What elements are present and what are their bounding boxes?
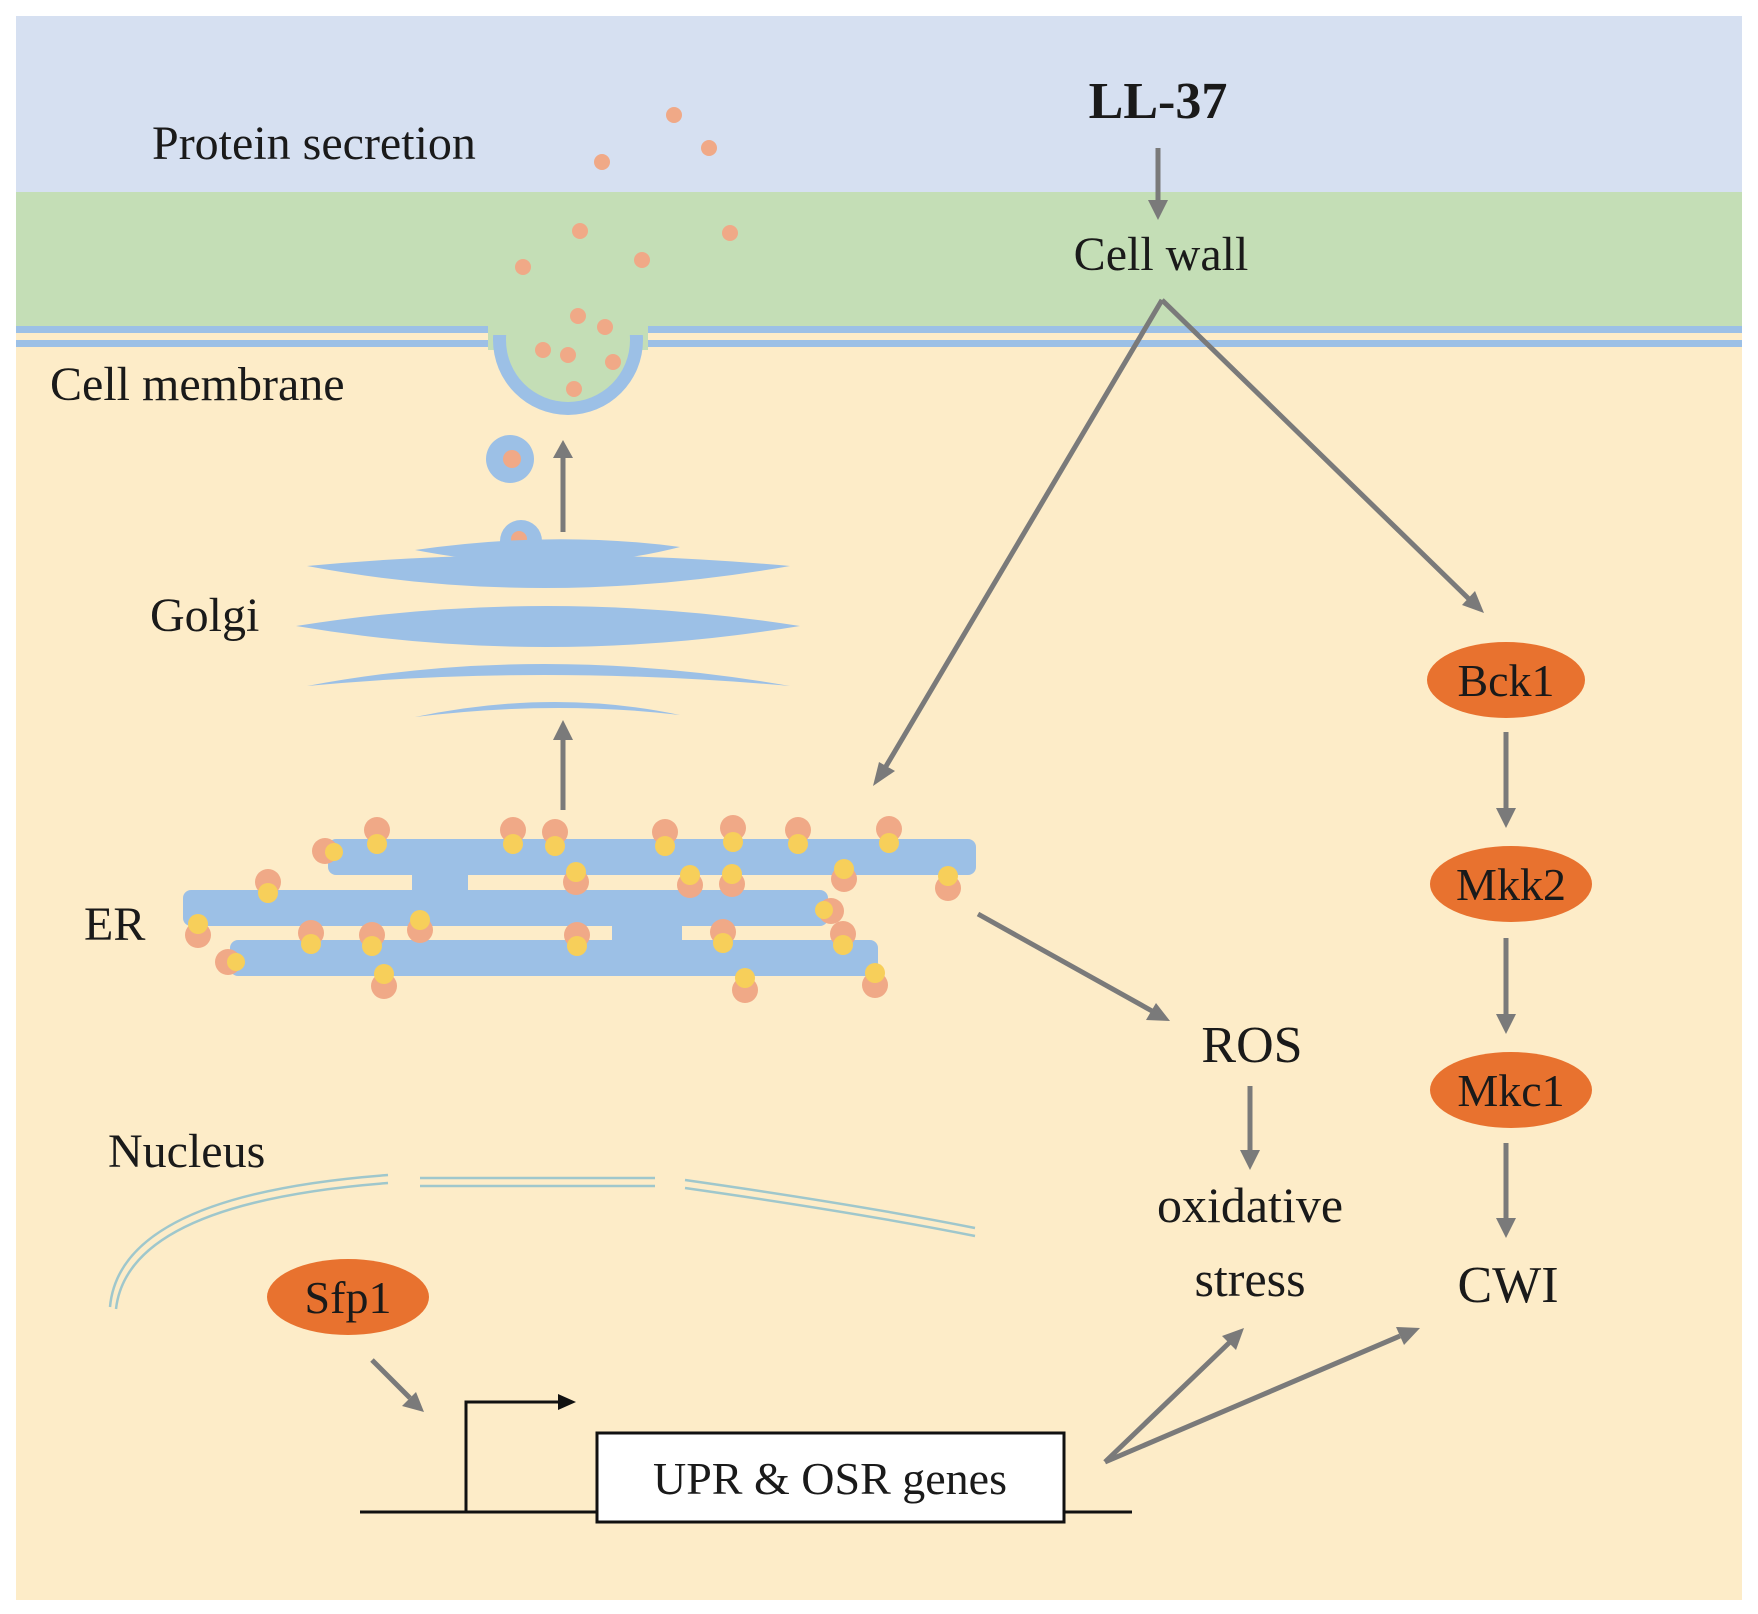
golgi-label: Golgi <box>150 589 259 642</box>
bck1-label: Bck1 <box>1457 655 1554 706</box>
arrow-golgi-to-membrane <box>553 440 573 532</box>
stress-label: stress <box>1194 1251 1305 1307</box>
arrow-mkk2-to-mkc1 <box>1496 938 1516 1034</box>
sfp1-node <box>267 1259 429 1335</box>
protein-secretion-label: Protein secretion <box>152 117 476 170</box>
arrow-sfp1-to-genes <box>370 1358 424 1412</box>
arrow-cell-wall-to-bck1 <box>1160 298 1484 613</box>
endoplasmic-reticulum <box>183 839 976 976</box>
mkk2-label: Mkk2 <box>1456 859 1566 910</box>
nucleus-label: Nucleus <box>108 1125 265 1178</box>
golgi-apparatus <box>296 539 800 717</box>
bck1-node <box>1427 642 1585 718</box>
genes-box-label: UPR & OSR genes <box>653 1453 1007 1504</box>
ros-label: ROS <box>1201 1017 1302 1074</box>
cell-membrane-line <box>16 326 1742 347</box>
genes-box <box>595 1431 1066 1524</box>
sfp1-label: Sfp1 <box>305 1272 392 1323</box>
arrow-ros-to-oxidative-stress <box>1240 1086 1260 1170</box>
oxidative-label: oxidative <box>1157 1177 1343 1233</box>
cell-membrane-label: Cell membrane <box>50 358 345 411</box>
mkk2-node <box>1430 846 1592 922</box>
arrow-er-to-ros <box>976 911 1170 1021</box>
transport-vesicle <box>486 435 534 483</box>
cell-wall-label: Cell wall <box>1074 228 1249 281</box>
arrow-genes-to-cwi <box>1104 1327 1420 1465</box>
ll37-label: LL-37 <box>1089 73 1228 130</box>
arrow-mkc1-to-cwi <box>1496 1143 1516 1238</box>
er-ribosomes <box>185 815 961 1003</box>
arrow-cell-wall-to-er <box>873 298 1165 786</box>
arrow-genes-to-oxidative-stress <box>1103 1328 1244 1464</box>
arrow-bck1-to-mkk2 <box>1496 732 1516 828</box>
mkc1-node <box>1430 1052 1592 1128</box>
cell-wall-band <box>16 192 1742 328</box>
arrow-ll37-to-cell-wall <box>1148 148 1168 220</box>
arrow-er-to-golgi <box>553 720 573 810</box>
cwi-label: CWI <box>1457 1257 1558 1314</box>
nuclear-envelope <box>108 1173 976 1310</box>
mkc1-label: Mkc1 <box>1457 1065 1564 1116</box>
extracellular-region <box>16 16 1742 192</box>
er-label: ER <box>84 898 145 951</box>
secreted-protein-dots <box>515 107 738 397</box>
transcription-start-arrow-icon <box>464 1394 576 1512</box>
